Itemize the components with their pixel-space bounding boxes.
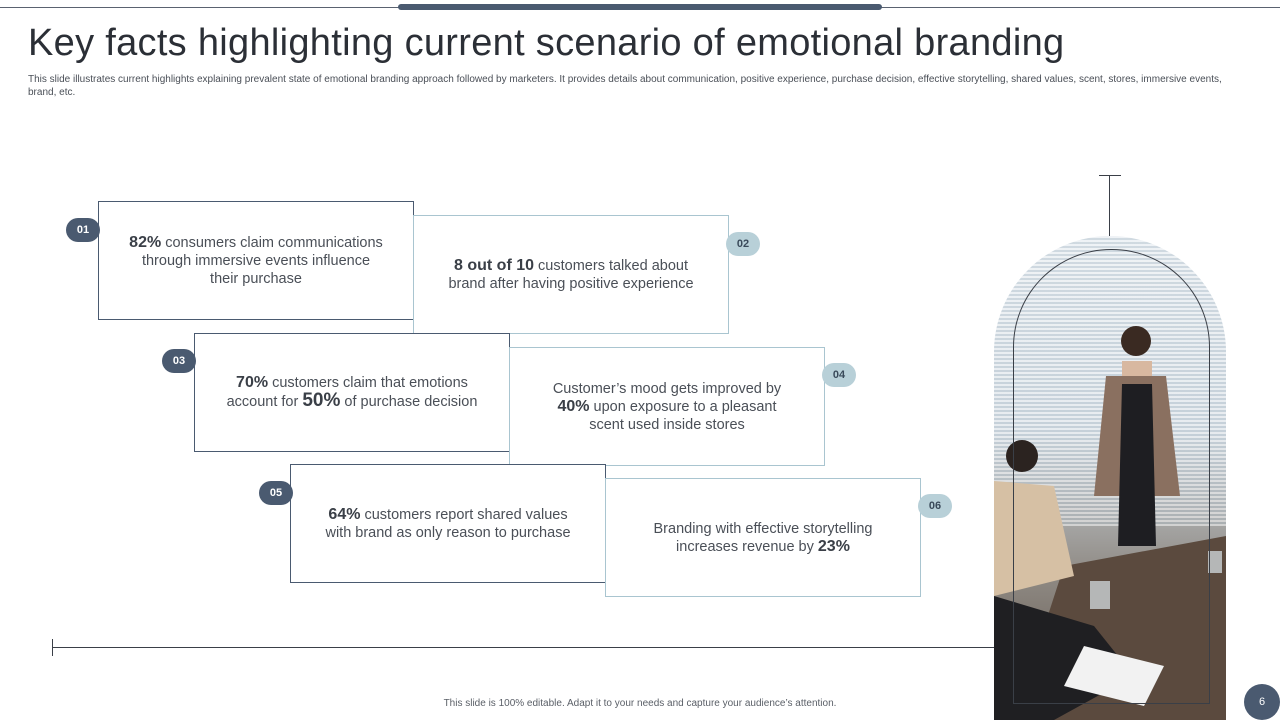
fact-text-02: 8 out of 10 customers talked about brand… <box>448 256 694 292</box>
water-glass-2 <box>1208 551 1222 573</box>
fact-stat-06: 23% <box>817 537 850 555</box>
slide-title: Key facts highlighting current scenario … <box>28 22 1065 64</box>
fact-card-02: 8 out of 10 customers talked about brand… <box>413 215 729 334</box>
fact-stat-01: 82% <box>129 233 162 251</box>
fact-card-06: Branding with effective storytelling inc… <box>605 478 921 597</box>
timeline-line <box>52 647 1002 648</box>
fact-text-06: Branding with effective storytelling inc… <box>653 520 873 555</box>
arch-outline <box>1013 249 1210 704</box>
fact-stat-03: 70% <box>236 374 269 391</box>
presenter-dress <box>1118 384 1156 546</box>
fact-badge-03: 03 <box>162 349 196 373</box>
hanger-cap <box>1099 175 1121 176</box>
fact-text-03: 70% customers claim that emotions accoun… <box>226 374 478 411</box>
seated-person-body <box>994 481 1074 596</box>
seated-person-head <box>1006 440 1038 472</box>
top-accent-bar <box>398 4 882 10</box>
fact-card-05: 64% customers report shared values with … <box>290 464 606 583</box>
fact-badge-05: 05 <box>259 481 293 505</box>
fact-stat-03b: 50% <box>302 390 341 411</box>
fact-text-05: 64% customers report shared values with … <box>325 505 571 541</box>
fact-card-04: Customer’s mood gets improved by 40% upo… <box>509 347 825 466</box>
fact-badge-06: 06 <box>918 494 952 518</box>
slide-subtitle: This slide illustrates current highlight… <box>28 74 1222 98</box>
page-number: 6 <box>1244 684 1280 720</box>
fact-card-01: 82% consumers claim communications throu… <box>98 201 414 320</box>
water-glass <box>1090 581 1110 609</box>
fact-badge-02: 02 <box>726 232 760 256</box>
hanger-line <box>1109 175 1110 236</box>
fact-badge-04: 04 <box>822 363 856 387</box>
fact-text-04: Customer’s mood gets improved by 40% upo… <box>552 380 782 433</box>
footer-note: This slide is 100% editable. Adapt it to… <box>443 698 837 709</box>
fact-text-01: 82% consumers claim communications throu… <box>129 233 383 287</box>
timeline-start-tick <box>52 639 53 656</box>
presenter-neck <box>1122 361 1152 377</box>
fact-stat-04: 40% <box>557 397 590 415</box>
fact-card-03: 70% customers claim that emotions accoun… <box>194 333 510 452</box>
arch-outline-bottom <box>1013 703 1210 704</box>
fact-stat-02: 8 out of 10 <box>454 256 535 274</box>
fact-badge-01: 01 <box>66 218 100 242</box>
fact-stat-05: 64% <box>328 505 361 523</box>
